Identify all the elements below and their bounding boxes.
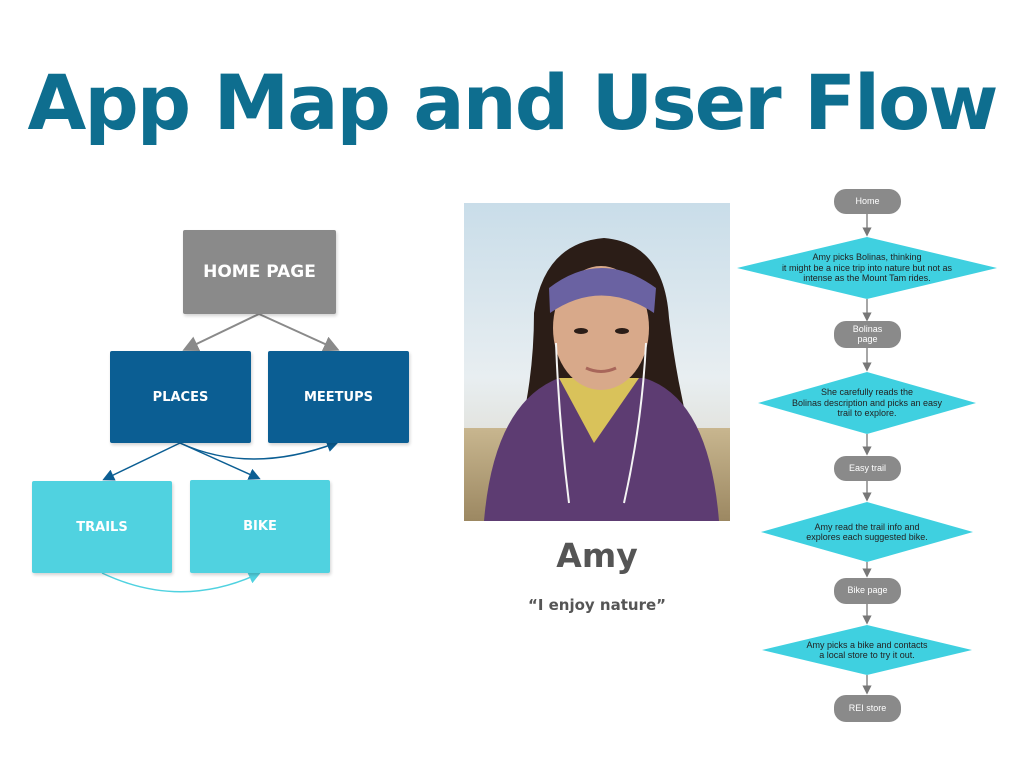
app-map-meetups: MEETUPS xyxy=(268,351,409,443)
app-map-places: PLACES xyxy=(110,351,251,443)
persona-photo xyxy=(464,203,730,521)
arrow-places-meetups xyxy=(179,440,339,460)
arrow-home-places xyxy=(182,313,260,352)
flow-decision-1-shape xyxy=(737,237,997,299)
flow-decision-1: Amy picks Bolinas, thinking it might be … xyxy=(781,252,953,284)
flow-node-rei-store: REI store xyxy=(834,695,901,722)
flow-node-easy-trail: Easy trail xyxy=(834,456,901,481)
app-map-bike: BIKE xyxy=(190,480,330,573)
flow-node-bolinas-page: Bolinas page xyxy=(834,321,901,348)
flow-decision-3-shape xyxy=(761,502,973,562)
persona-name: Amy xyxy=(556,536,638,575)
persona-quote: “I enjoy nature” xyxy=(527,596,667,614)
flow-decision-3: Amy read the trail info and explores eac… xyxy=(806,521,928,542)
app-map-home-page: HOME PAGE xyxy=(183,230,336,314)
page-title: App Map and User Flow xyxy=(27,58,999,147)
flow-decision-2-shape xyxy=(758,372,976,434)
flow-decision-4-shape xyxy=(762,625,972,675)
flow-decision-2: She carefully reads the Bolinas descript… xyxy=(791,387,943,419)
app-map-trails: TRAILS xyxy=(32,481,172,573)
arrow-home-meetups xyxy=(258,313,340,352)
flow-decision-4: Amy picks a bike and contacts a local st… xyxy=(806,639,928,660)
arrow-places-trails xyxy=(102,442,181,481)
flow-node-home: Home xyxy=(834,189,901,214)
arrow-trails-bike xyxy=(101,572,261,593)
flow-node-bike-page: Bike page xyxy=(834,578,901,604)
